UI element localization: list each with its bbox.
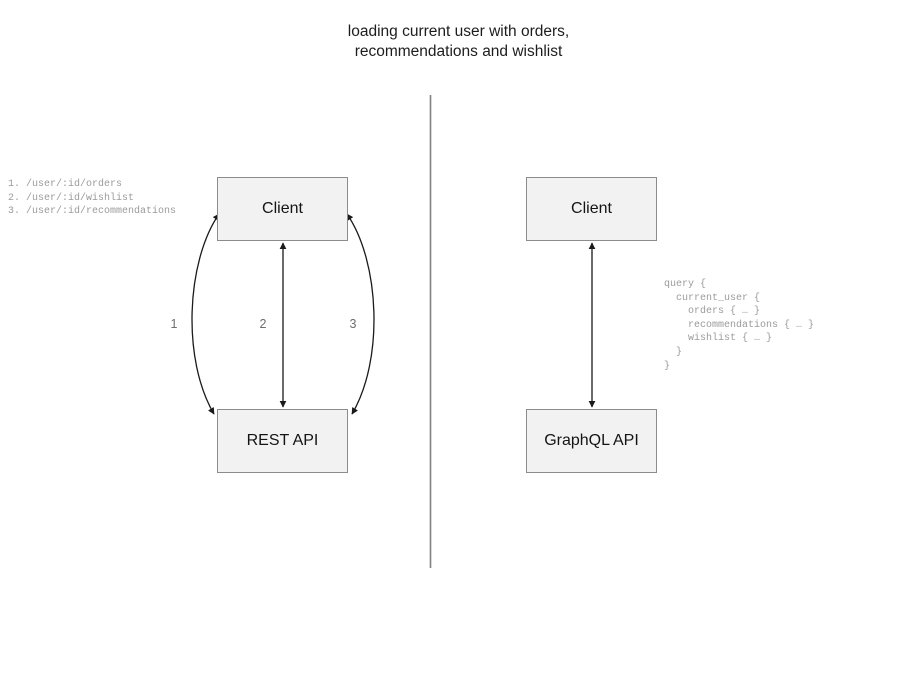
edge-1-curve [191,213,220,415]
node-graphql-api[interactable]: GraphQL API [526,409,657,473]
edge-label-3: 3 [349,317,357,331]
rest-endpoint-list: 1. /user/:id/orders 2. /user/:id/wishlis… [8,179,177,218]
edge-3-curve [346,213,375,415]
edge-label-2: 2 [259,317,267,331]
node-rest-api[interactable]: REST API [217,409,348,473]
page-title: loading current user with orders, recomm… [347,23,570,60]
graphql-query-block: query { current_user { orders { … } reco… [664,279,815,372]
node-client-graphql[interactable]: Client [526,177,657,241]
node-client-rest[interactable]: Client [217,177,348,241]
edge-label-1: 1 [170,317,178,331]
